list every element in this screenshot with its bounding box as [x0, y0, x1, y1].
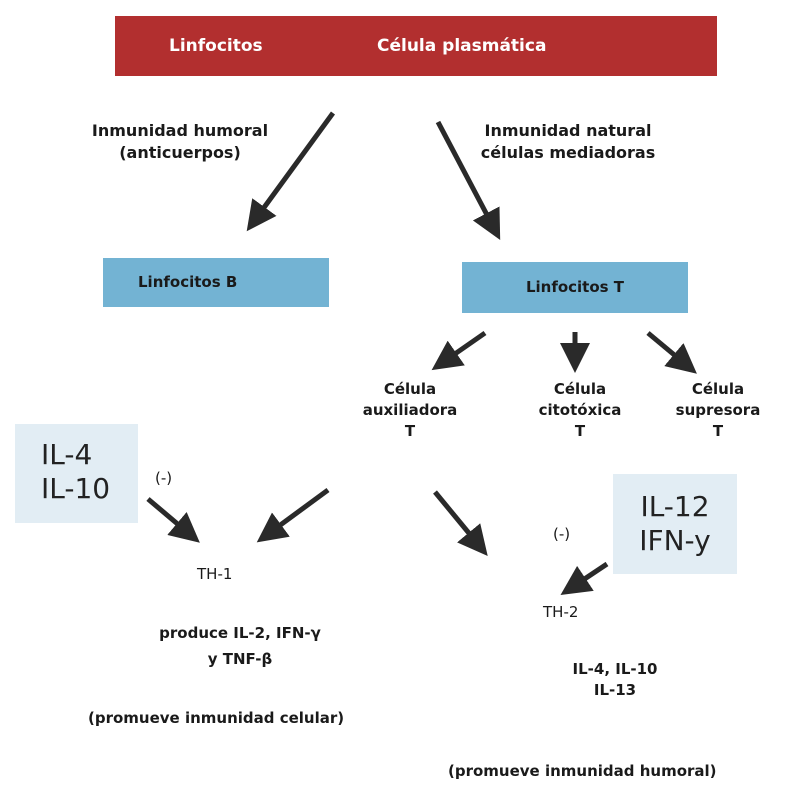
arrow-helper-to-th1: [256, 487, 330, 543]
suppressor-t-cell: Célula supresora T: [675, 380, 761, 440]
arrow-helper-to-th2: [433, 490, 488, 556]
banner-linfocitos: Linfocitos: [169, 36, 263, 56]
helper-t-cell: Célula auxiliadora T: [362, 380, 458, 440]
humoral-immunity-label: Inmunidad humoral (anticuerpos): [91, 121, 269, 162]
arrow-to-suppressor: [646, 331, 697, 374]
arrow-il4-to-th1: [146, 497, 200, 543]
natural-immunity-label: Inmunidad natural células mediadoras: [480, 121, 656, 162]
cytotoxic-t-cell: Célula citotóxica T: [538, 380, 622, 440]
th2-note: (promueve inmunidad humoral): [448, 762, 717, 780]
t-cells-box: Linfocitos T: [462, 262, 688, 313]
arrow-il12-to-th2: [560, 561, 609, 595]
b-cells-box: Linfocitos B: [103, 258, 329, 307]
il4-il10-box: IL-4 IL-10: [15, 424, 138, 523]
th1-note: (promueve inmunidad celular): [88, 709, 345, 727]
arrow-to-b-cells: [246, 111, 336, 232]
th2-label: TH-2: [543, 603, 579, 621]
arrow-to-t-cells: [435, 120, 501, 240]
top-banner: Linfocitos Célula plasmática: [115, 16, 717, 76]
right-inhibition-sign: (-): [553, 525, 571, 543]
il12-ifn-box: IL-12 IFN-y: [613, 474, 737, 574]
th2-products: IL-4, IL-10 IL-13: [572, 660, 658, 699]
banner-celula-plasmatica: Célula plasmática: [377, 36, 547, 56]
arrow-to-helper: [431, 330, 487, 371]
th1-label: TH-1: [197, 565, 233, 583]
th1-products: produce IL-2, IFN-γ y TNF-β: [159, 624, 321, 668]
left-inhibition-sign: (-): [155, 469, 173, 487]
